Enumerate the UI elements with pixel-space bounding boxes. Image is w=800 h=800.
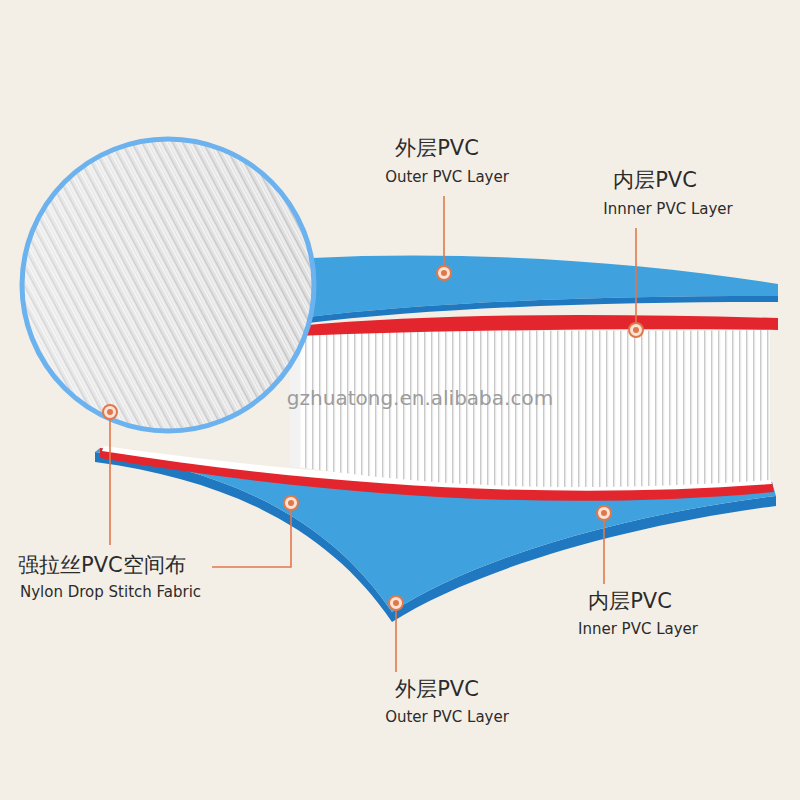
outer-pvc-edge xyxy=(300,296,778,324)
part-name-cn: 外层PVC xyxy=(395,136,479,161)
part-name-en: Outer PVC Layer xyxy=(385,708,509,726)
part-name-en: Outer PVC Layer xyxy=(385,168,509,186)
part-name-cn: 强拉丝PVC空间布 xyxy=(18,553,186,578)
magnifier-circle xyxy=(22,139,314,431)
part-name-cn: 外层PVC xyxy=(395,677,479,702)
watermark: gzhuatong.en.alibaba.com xyxy=(287,386,553,410)
part-name-en: Nylon Drop Stitch Fabric xyxy=(20,583,201,601)
part-name-en: Innner PVC Layer xyxy=(603,200,732,218)
outer-pvc-sheet xyxy=(300,256,778,318)
inner-pvc-sheet xyxy=(296,315,778,336)
part-name-cn: 内层PVC xyxy=(588,589,672,614)
part-name-cn: 内层PVC xyxy=(613,168,697,193)
part-name-en: Inner PVC Layer xyxy=(578,620,698,638)
